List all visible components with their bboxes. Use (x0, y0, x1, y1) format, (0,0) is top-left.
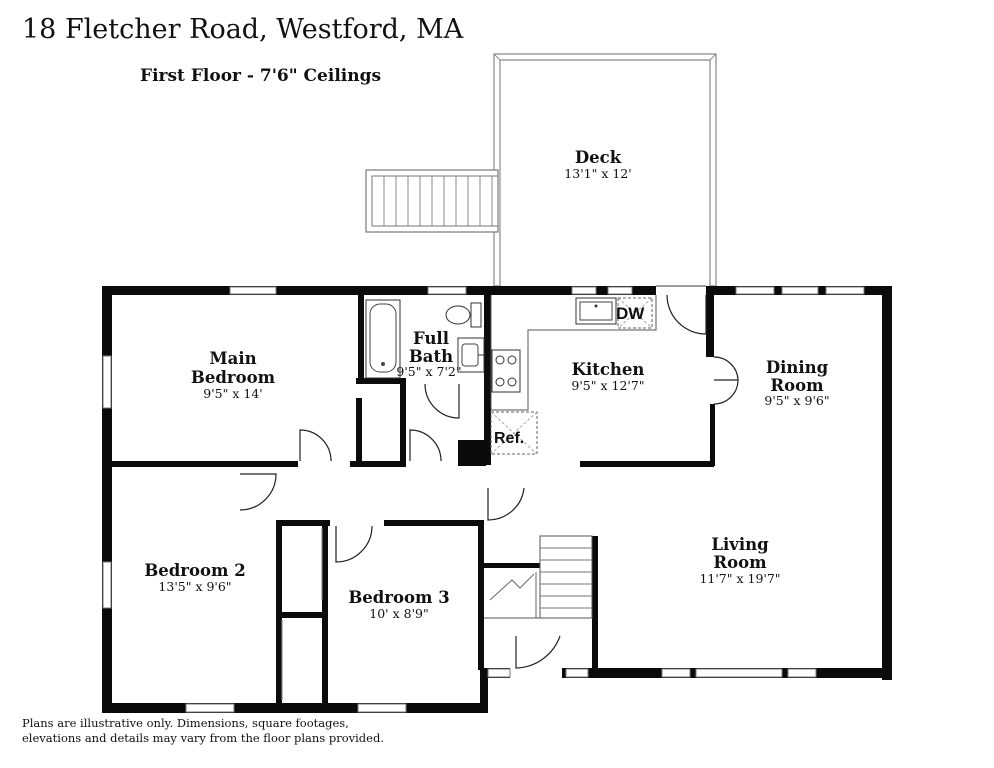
main-bedroom-name-line1: Main (209, 349, 256, 368)
kitchen-name: Kitchen (572, 360, 645, 379)
bathtub-icon (365, 299, 401, 379)
kitchen-counter (490, 295, 657, 411)
main-bedroom-dims: 9'5" x 14' (203, 386, 262, 401)
refrigerator-icon (490, 411, 538, 455)
disclaimer-text: Plans are illustrative only. Dimensions,… (22, 716, 384, 745)
kitchen-dims: 9'5" x 12'7" (571, 378, 644, 393)
dishwasher-icon (617, 297, 653, 329)
interior-stairs (484, 535, 593, 619)
bedroom-3-dims: 10' x 8'9" (369, 606, 428, 621)
full-bath-name-line2: Bath (409, 347, 453, 366)
full-bath-dims: 9'5" x 7'2" (396, 364, 461, 379)
dining-room-dims: 9'5" x 9'6" (764, 393, 829, 408)
full-bath-name-line1: Full (413, 329, 449, 348)
deck-stairs (365, 169, 499, 233)
dining-room-name-line2: Room (770, 376, 824, 395)
deck-dims: 13'1" x 12' (564, 166, 631, 181)
living-room-dims: 11'7" x 19'7" (699, 571, 780, 586)
bedroom-3-name: Bedroom 3 (348, 588, 449, 607)
living-room-name-line1: Living (711, 535, 769, 554)
toilet-icon (445, 302, 482, 328)
kitchen-sink-icon (575, 297, 617, 325)
bath-sink-icon (457, 337, 485, 373)
deck-name: Deck (575, 148, 622, 167)
property-address: 18 Fletcher Road, Westford, MA (22, 14, 464, 45)
refrigerator-label: Ref. (494, 430, 524, 447)
living-room-name-line2: Room (713, 553, 767, 572)
bedroom-2-dims: 13'5" x 9'6" (158, 579, 231, 594)
stove-icon (491, 349, 521, 393)
doors (239, 285, 739, 700)
bedroom-2-name: Bedroom 2 (144, 561, 245, 580)
interior-walls (112, 295, 715, 712)
dishwasher-label: DW (616, 304, 645, 323)
dining-room-name-line1: Dining (766, 358, 829, 377)
floor-label: First Floor - 7'6" Ceilings (140, 66, 382, 86)
windows (102, 286, 865, 713)
main-bedroom-name-line2: Bedroom (191, 368, 276, 387)
